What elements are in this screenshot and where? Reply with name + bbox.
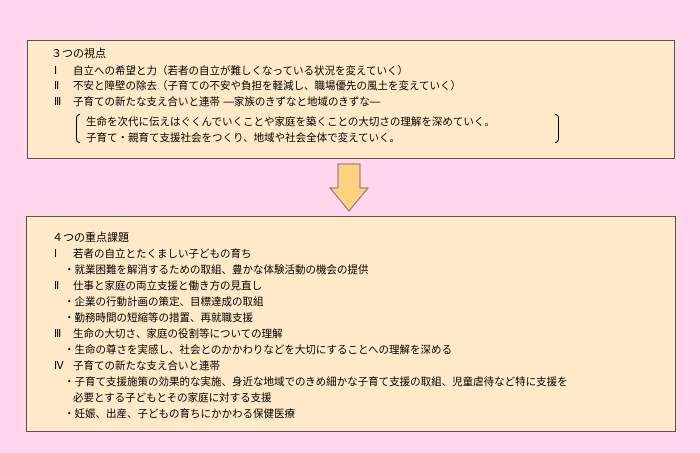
viewpoints-box	[27, 40, 675, 159]
viewpoints-title: ３つの視点	[51, 47, 106, 60]
priority-num-2: Ⅱ	[54, 280, 60, 292]
priority-text-1: 若者の自立とたくましい子どもの育ち	[73, 248, 252, 260]
priority-sub-4-2: 必要とする子どもとその家庭に対する支援	[73, 392, 272, 404]
down-arrow-icon	[329, 163, 369, 212]
priority-sub-4-3: ・妊娠、出産、子どもの育ちにかかわる保健医療	[64, 408, 295, 420]
viewpoint-text-3: 子育ての新たな支え合いと連帯 ―家族のきずなと地域のきずな―	[73, 96, 381, 108]
viewpoint-bracket	[76, 114, 559, 145]
priority-num-3: Ⅲ	[54, 328, 62, 340]
priority-text-2: 仕事と家庭の両立支援と働き方の見直し	[73, 280, 262, 292]
bracket-right	[555, 114, 559, 143]
bracket-line-2: 子育て・親育て支援社会をつくり、地域や社会全体で変えていく。	[86, 132, 401, 144]
priority-sub-3-1: ・生命の尊さを実感し、社会とのかかわりなどを大切にすることへの理解を深める	[64, 344, 452, 356]
priority-sub-4-1: ・子育て支援施策の効果的な実施、身近な地域でのきめ細かな子育て支援の取組、児童虐…	[64, 376, 568, 388]
viewpoint-text-1: 自立への希望と力（若者の自立が難しくなっている状況を変えていく）	[73, 65, 408, 77]
priority-text-4: 子育ての新たな支え合いと連帯	[73, 360, 220, 372]
priority-num-1: Ⅰ	[54, 248, 58, 260]
viewpoint-num-3: Ⅲ	[54, 96, 62, 108]
bracket-left	[76, 114, 80, 143]
viewpoint-num-2: Ⅱ	[54, 80, 60, 92]
bracket-line-1: 生命を次代に伝えはぐくんでいくことや家庭を築くことの大切さの理解を深めていく。	[86, 116, 495, 128]
priority-sub-2-1: ・企業の行動計画の策定、目標達成の取組	[64, 296, 264, 308]
priority-num-4: Ⅳ	[54, 360, 64, 372]
priorities-title: ４つの重点課題	[52, 231, 129, 244]
viewpoint-text-2: 不安と障壁の除去（子育ての不安や負担を軽減し、職場優先の風土を変えていく）	[73, 80, 461, 92]
priorities-box	[26, 216, 676, 432]
viewpoint-num-1: Ⅰ	[54, 65, 58, 77]
priority-sub-2-2: ・勤務時間の短縮等の措置、再就職支援	[64, 312, 253, 324]
priority-text-3: 生命の大切さ、家庭の役割等についての理解	[73, 328, 283, 340]
priority-sub-1-1: ・就業困難を解消するための取組、豊かな体験活動の機会の提供	[64, 264, 369, 276]
